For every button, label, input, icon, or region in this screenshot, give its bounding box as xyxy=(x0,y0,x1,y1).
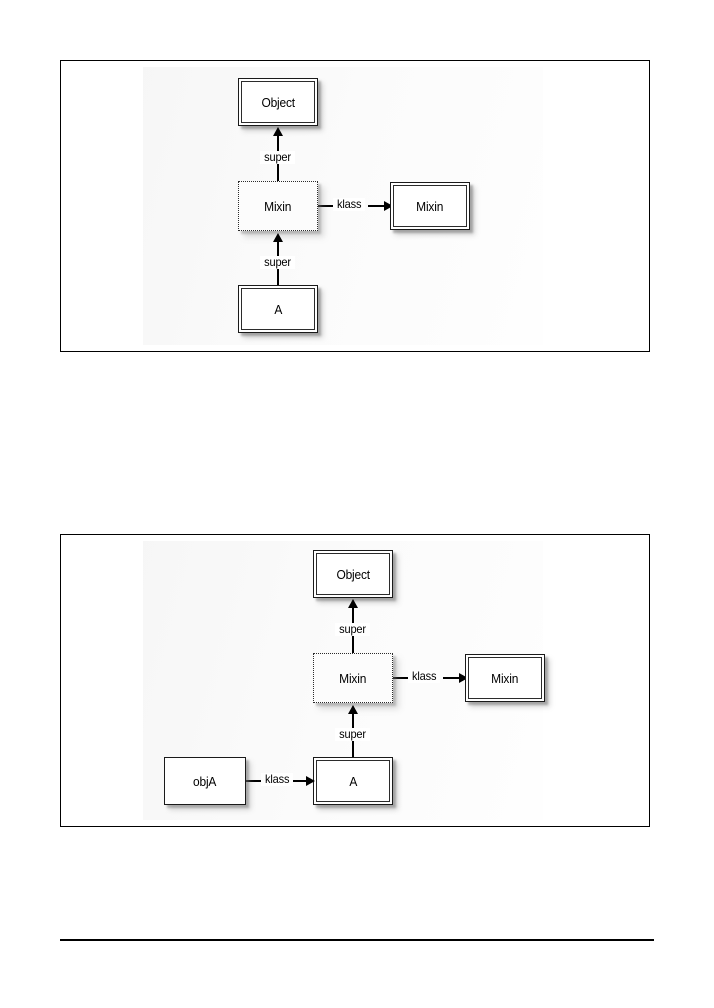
edge-klass-obja-a-line-right xyxy=(291,780,307,782)
node-object-label: Object xyxy=(261,94,295,110)
node-a-class-label: A xyxy=(274,301,282,317)
node-object-label: Object xyxy=(336,566,370,582)
edge-klass-obja-a-arrowhead xyxy=(306,776,315,786)
node-object: Object xyxy=(313,550,393,598)
node-mixin-module-label: Mixin xyxy=(264,198,292,214)
edge-super-a-mixin-arrowhead xyxy=(273,233,283,242)
figure-mixin-class-hierarchy: Object super Mixin klass Mixin super A xyxy=(60,60,650,352)
edge-klass-mixin-line-right xyxy=(368,205,385,207)
edge-label-klass-mixin: klass xyxy=(408,670,441,683)
edge-label-klass-mixin: klass xyxy=(333,198,366,211)
figure-mixin-object-hierarchy: Object super Mixin klass Mixin super A o… xyxy=(60,534,650,827)
edge-label-super-mixin-object: super xyxy=(260,151,296,164)
edge-label-super-a-mixin: super xyxy=(260,256,296,269)
edge-label-super-mixin-object: super xyxy=(335,623,371,636)
node-mixin-class: Mixin xyxy=(465,654,545,702)
node-a-class: A xyxy=(313,757,393,805)
edge-label-klass-obja-a: klass xyxy=(261,773,294,786)
node-a-class-label: A xyxy=(349,773,357,789)
edge-super-mixin-object-arrowhead xyxy=(348,599,358,608)
edge-klass-mixin-line-right xyxy=(443,677,460,679)
edge-super-mixin-object-arrowhead xyxy=(273,127,283,136)
node-mixin-class-label: Mixin xyxy=(416,198,444,214)
node-mixin-module: Mixin xyxy=(238,181,318,231)
node-a-class: A xyxy=(238,285,318,333)
footer-separator-rule xyxy=(60,939,654,941)
node-obja-instance-label: objA xyxy=(193,773,217,789)
node-mixin-class-label: Mixin xyxy=(491,670,519,686)
node-object: Object xyxy=(238,78,318,126)
node-obja-instance: objA xyxy=(164,757,246,805)
edge-label-super-a-mixin: super xyxy=(335,728,371,741)
node-mixin-module-label: Mixin xyxy=(339,670,367,686)
node-mixin-module: Mixin xyxy=(313,653,393,703)
node-mixin-class: Mixin xyxy=(390,182,470,230)
edge-super-a-mixin-arrowhead xyxy=(348,705,358,714)
